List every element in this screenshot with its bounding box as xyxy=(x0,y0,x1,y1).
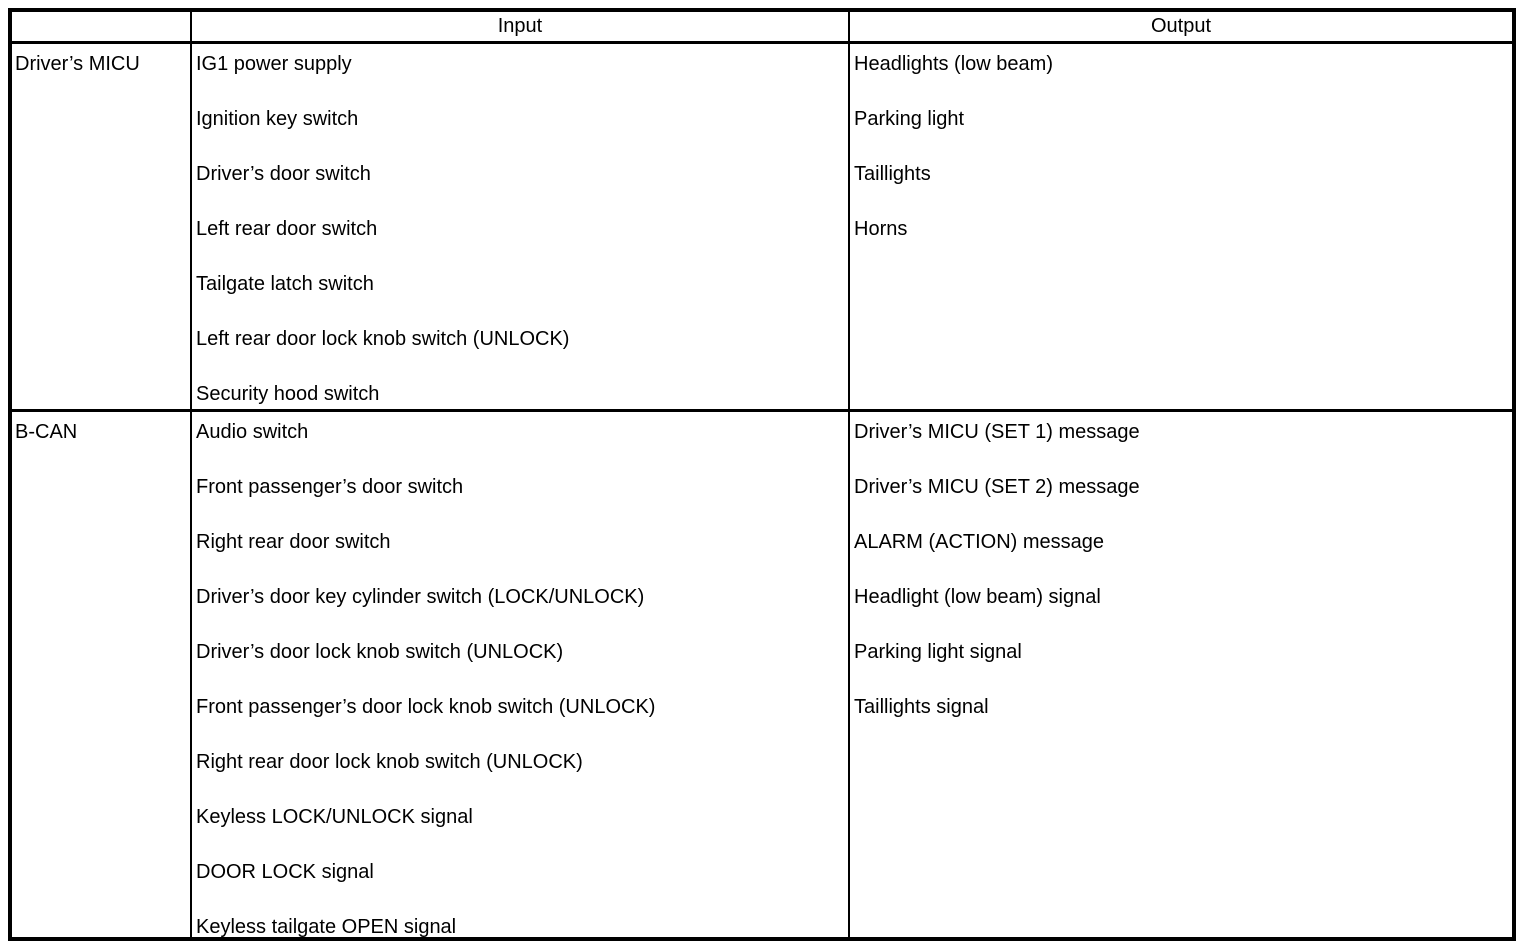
output-item: Driver’s MICU (SET 1) message xyxy=(854,421,1140,443)
output-list-drivers-micu: Headlights (low beam) Parking light Tail… xyxy=(850,44,1512,412)
input-item: Front passenger’s door switch xyxy=(196,476,464,498)
input-list-b-can: Audio switch Front passenger’s door swit… xyxy=(192,412,850,937)
input-output-table: Input Output Driver’s MICU IG1 power sup… xyxy=(8,8,1516,941)
input-item: Driver’s door lock knob switch (UNLOCK) xyxy=(196,641,564,663)
header-output: Output xyxy=(850,12,1512,44)
output-item: Taillights signal xyxy=(854,696,989,718)
header-corner-cell xyxy=(12,12,192,44)
input-item: Ignition key switch xyxy=(196,108,359,130)
input-item: Driver’s door key cylinder switch (LOCK/… xyxy=(196,586,645,608)
output-list-b-can: Driver’s MICU (SET 1) message Driver’s M… xyxy=(850,412,1512,937)
input-item: Driver’s door switch xyxy=(196,163,371,185)
input-item: Front passenger’s door lock knob switch … xyxy=(196,696,656,718)
input-item: Audio switch xyxy=(196,421,309,443)
output-item: Parking light xyxy=(854,108,965,130)
input-item: Tailgate latch switch xyxy=(196,273,374,295)
output-item: Horns xyxy=(854,218,908,240)
input-item: Keyless tailgate OPEN signal xyxy=(196,916,457,937)
input-item: DOOR LOCK signal xyxy=(196,861,374,883)
header-input: Input xyxy=(192,12,850,44)
input-item: Left rear door lock knob switch (UNLOCK) xyxy=(196,328,570,350)
output-item: Parking light signal xyxy=(854,641,1022,663)
input-item: Right rear door lock knob switch (UNLOCK… xyxy=(196,751,583,773)
input-item: Security hood switch xyxy=(196,383,380,405)
row-label-drivers-micu: Driver’s MICU xyxy=(12,44,192,412)
input-item: IG1 power supply xyxy=(196,53,352,75)
input-item: Left rear door switch xyxy=(196,218,378,240)
output-item: Headlight (low beam) signal xyxy=(854,586,1101,608)
input-list-drivers-micu: IG1 power supply Ignition key switch Dri… xyxy=(192,44,850,412)
output-item: Driver’s MICU (SET 2) message xyxy=(854,476,1140,498)
output-item: Taillights xyxy=(854,163,931,185)
output-item: Headlights (low beam) xyxy=(854,53,1053,75)
row-label-b-can: B-CAN xyxy=(12,412,192,937)
output-item: ALARM (ACTION) message xyxy=(854,531,1105,553)
input-item: Right rear door switch xyxy=(196,531,391,553)
input-item: Keyless LOCK/UNLOCK signal xyxy=(196,806,473,828)
